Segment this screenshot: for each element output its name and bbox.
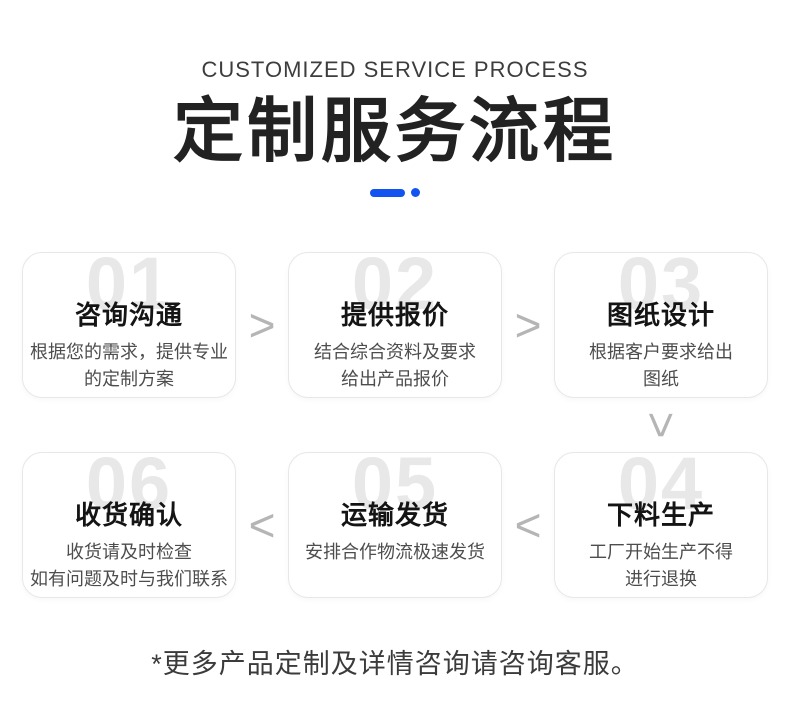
step-number: 04 xyxy=(617,452,705,525)
step-card-01: 01 咨询沟通 根据您的需求，提供专业 的定制方案 xyxy=(22,252,236,398)
title-divider xyxy=(0,188,790,197)
step-number: 03 xyxy=(617,252,705,325)
step-card-04: 04 下料生产 工厂开始生产不得 进行退换 xyxy=(554,452,768,598)
divider-dot-icon xyxy=(411,188,420,197)
step-card-03: 03 图纸设计 根据客户要求给出 图纸 xyxy=(554,252,768,398)
arrow-down-container: > xyxy=(554,398,768,452)
step-title: 下料生产 xyxy=(606,500,715,530)
grid-spacer xyxy=(22,398,554,452)
divider-dash-icon xyxy=(370,188,405,197)
step-card-02: 02 提供报价 结合综合资料及要求 给出产品报价 xyxy=(288,252,502,398)
page-title: 定制服务流程 xyxy=(173,92,617,170)
step-description: 工厂开始生产不得 进行退换 xyxy=(589,542,733,589)
footer-note: *更多产品定制及详情咨询请咨询客服。 xyxy=(151,649,639,679)
arrow-down-icon: > xyxy=(635,411,687,439)
step-number: 02 xyxy=(351,252,439,325)
arrow-right-icon: > xyxy=(248,299,276,351)
step-title: 提供报价 xyxy=(340,300,449,330)
step-title: 运输发货 xyxy=(340,500,449,530)
step-title: 收货确认 xyxy=(74,500,183,530)
english-subtitle: CUSTOMIZED SERVICE PROCESS xyxy=(201,57,589,82)
step-number: 06 xyxy=(85,452,173,525)
process-steps-grid: 01 咨询沟通 根据您的需求，提供专业 的定制方案 > 02 提供报价 结合综合… xyxy=(22,252,768,598)
step-title: 图纸设计 xyxy=(606,300,715,330)
step-title: 咨询沟通 xyxy=(74,300,183,330)
step-description: 根据您的需求，提供专业 的定制方案 xyxy=(30,342,228,389)
step-description: 根据客户要求给出 图纸 xyxy=(589,342,733,389)
step-description: 结合综合资料及要求 给出产品报价 xyxy=(314,342,476,389)
step-number: 01 xyxy=(85,252,173,325)
step-description: 安排合作物流极速发货 xyxy=(305,542,485,562)
step-card-05: 05 运输发货 安排合作物流极速发货 xyxy=(288,452,502,598)
step-description: 收货请及时检查 如有问题及时与我们联系 xyxy=(30,542,228,589)
step-number: 05 xyxy=(351,452,439,525)
arrow-left-icon: < xyxy=(248,499,276,551)
arrow-right-icon: > xyxy=(514,299,542,351)
arrow-left-icon: < xyxy=(514,499,542,551)
step-card-06: 06 收货确认 收货请及时检查 如有问题及时与我们联系 xyxy=(22,452,236,598)
